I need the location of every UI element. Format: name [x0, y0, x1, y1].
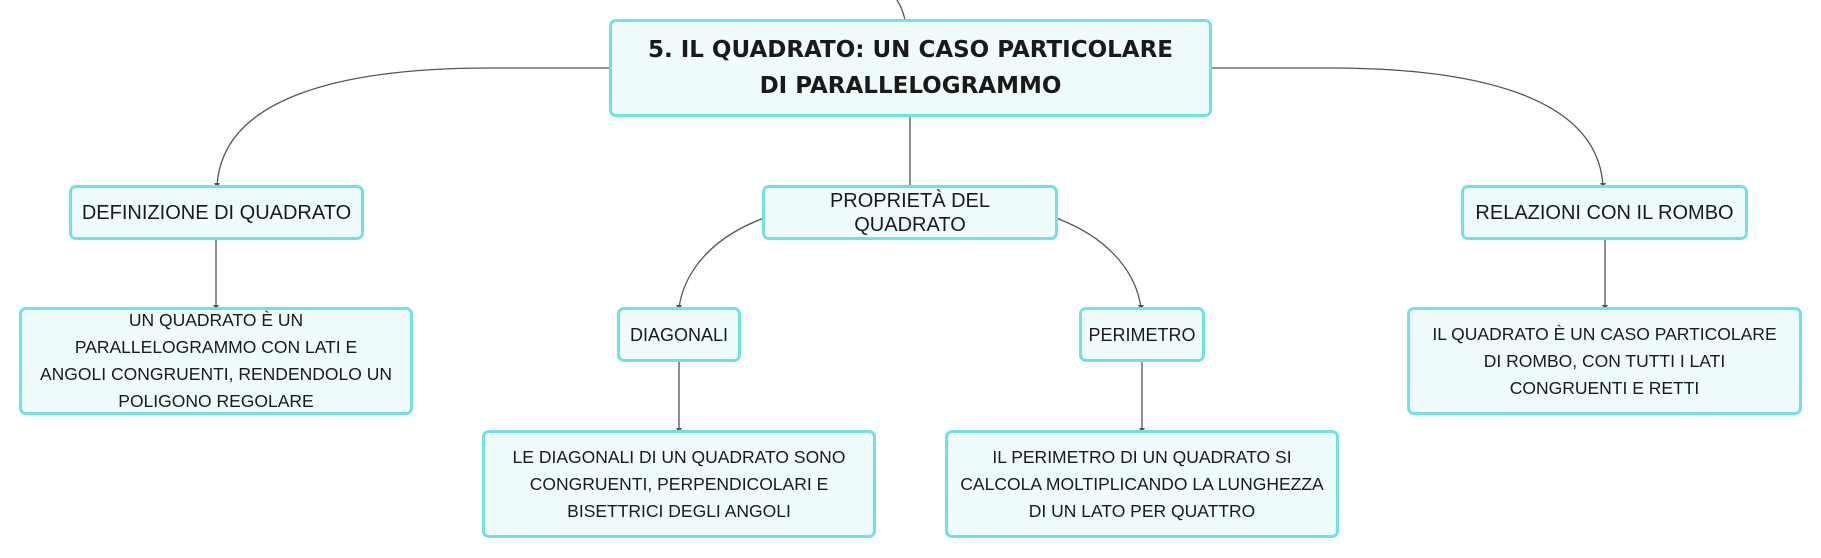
topic-definizione-label: DEFINIZIONE DI QUADRATO [81, 201, 352, 224]
topic-rombo-label: RELAZIONI CON IL ROMBO [1475, 201, 1734, 224]
detail-definizione[interactable]: UN QUADRATO È UN PARALLELOGRAMMO CON LAT… [19, 307, 413, 415]
topic-rombo[interactable]: RELAZIONI CON IL ROMBO [1461, 185, 1748, 240]
detail-diagonali[interactable]: LE DIAGONALI DI UN QUADRATO SONO CONGRUE… [482, 430, 876, 538]
root-topic[interactable]: 5. IL QUADRATO: UN CASO PARTICOLARE DI P… [609, 19, 1212, 117]
connector-incoming [896, 0, 906, 21]
detail-perimetro-text: IL PERIMETRO DI UN QUADRATO SI CALCOLA M… [960, 446, 1324, 521]
topic-proprieta[interactable]: PROPRIETÀ DEL QUADRATO [762, 185, 1058, 240]
connector-root-rombo [1210, 67, 1604, 187]
topic-diagonali[interactable]: DIAGONALI [617, 307, 741, 362]
detail-rombo-text: IL QUADRATO È UN CASO PARTICOLARE DI ROM… [1432, 323, 1777, 398]
topic-proprieta-label: PROPRIETÀ DEL QUADRATO [829, 189, 991, 236]
topic-definizione[interactable]: DEFINIZIONE DI QUADRATO [69, 185, 364, 240]
detail-diagonali-text: LE DIAGONALI DI UN QUADRATO SONO CONGRUE… [512, 446, 846, 521]
connector-proprieta-diagonali [678, 217, 765, 309]
connector-proprieta-perimetro [1055, 217, 1142, 309]
root-topic-title: 5. IL QUADRATO: UN CASO PARTICOLARE DI P… [647, 37, 1174, 99]
detail-perimetro[interactable]: IL PERIMETRO DI UN QUADRATO SI CALCOLA M… [945, 430, 1339, 538]
detail-rombo[interactable]: IL QUADRATO È UN CASO PARTICOLARE DI ROM… [1407, 307, 1802, 415]
topic-perimetro[interactable]: PERIMETRO [1079, 307, 1205, 362]
topic-diagonali-label: DIAGONALI [629, 324, 729, 345]
topic-perimetro-label: PERIMETRO [1088, 324, 1196, 345]
detail-definizione-text: UN QUADRATO È UN PARALLELOGRAMMO CON LAT… [40, 310, 392, 411]
connector-root-definizione [216, 67, 612, 187]
